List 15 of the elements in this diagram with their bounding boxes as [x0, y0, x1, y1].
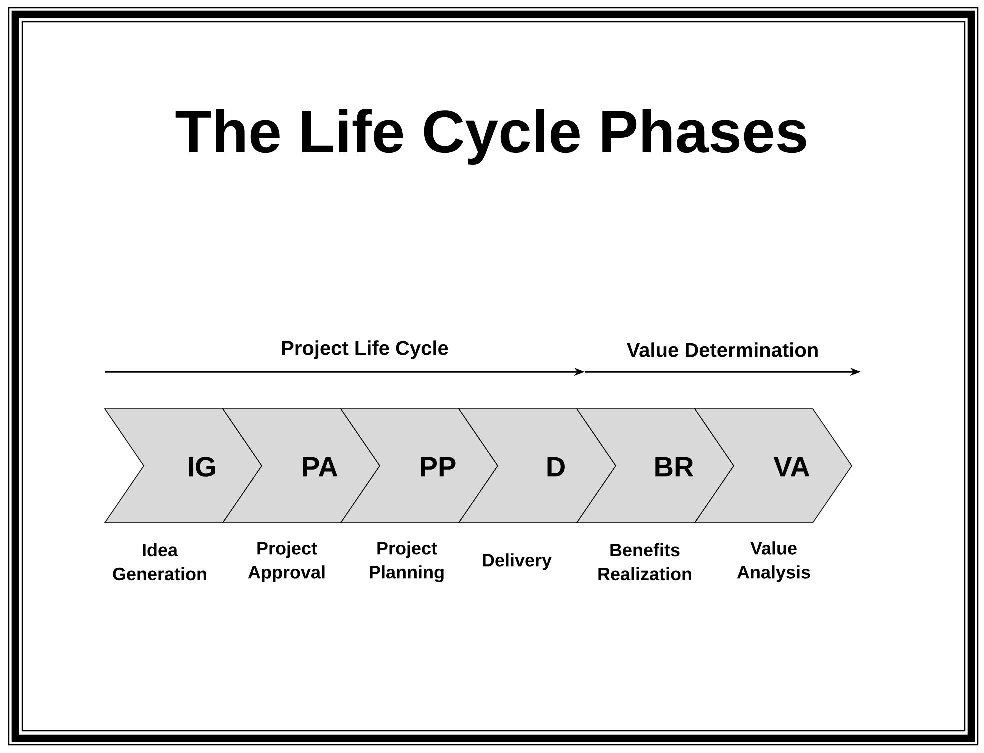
phase-name: Project Approval — [248, 542, 325, 582]
title: The Life Cycle Phases — [176, 109, 806, 165]
phase-step: D — [458, 408, 616, 524]
phase-span-label: Value Determination — [627, 342, 818, 358]
phase-name: Idea Generation — [113, 543, 206, 581]
phase-step: PP — [340, 408, 498, 524]
phase-step: IG — [104, 408, 262, 524]
phase-name: Delivery — [483, 554, 552, 570]
phase-name: Value Analysis — [737, 542, 810, 582]
phase-step: PA — [222, 408, 380, 524]
phase-step: BR — [576, 408, 734, 524]
phase-span-label: Project Life Cycle — [282, 340, 448, 360]
phase-name: Project Planning — [370, 542, 444, 582]
phase-name: Benefits Realization — [598, 543, 692, 581]
phase-step: VA — [694, 408, 852, 524]
